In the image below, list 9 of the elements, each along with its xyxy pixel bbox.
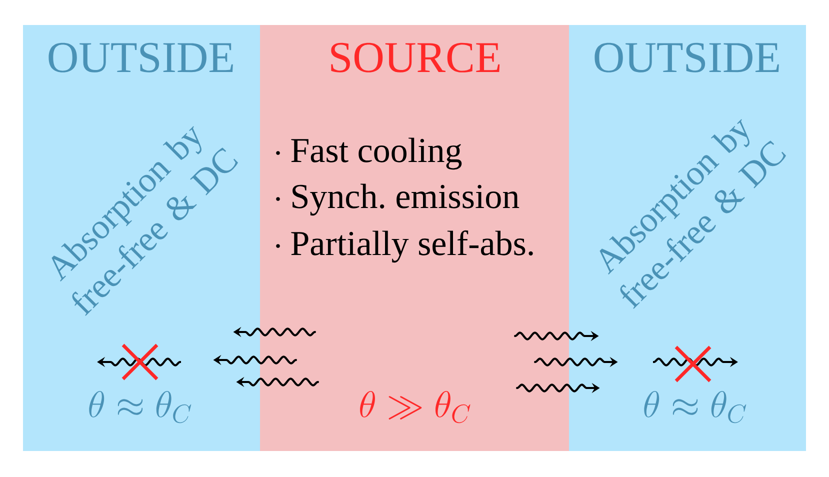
formula: $\theta \gg \theta_C$: [360, 390, 470, 424]
list-item: Partially self-abs.: [291, 230, 533, 263]
formula: $\theta \approx \theta_C$: [644, 390, 746, 424]
panel-heading: SOURCE: [331, 42, 500, 72]
list-item: Synch. emission: [292, 184, 520, 216]
formula: $\theta \approx \theta_C$: [89, 390, 192, 424]
panel-heading: OUTSIDE: [594, 42, 779, 72]
list-item: Fast cooling: [291, 138, 462, 170]
panel-heading: OUTSIDE: [48, 42, 233, 72]
